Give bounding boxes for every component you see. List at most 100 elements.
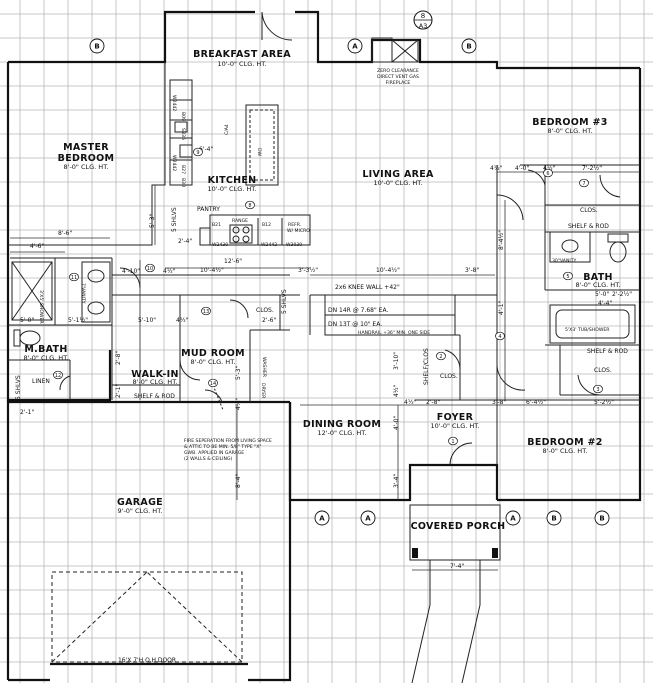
- door-tag-number: 14: [210, 381, 216, 387]
- room-clg-living: 10'-0" CLG. HT.: [373, 179, 422, 187]
- room-clg-bedroom3: 8'-0" CLG. HT.: [548, 127, 593, 135]
- kitchen-cabinets: [169, 79, 311, 246]
- dim-4-0: 4'-0": [515, 165, 529, 172]
- b27-label: B27: [180, 165, 186, 174]
- clos-label-bed2: CLOS.: [594, 367, 612, 374]
- shelves-label-pantry: 5 SHLVS: [171, 207, 178, 232]
- dim-4-10: 4'-10": [122, 268, 140, 275]
- fire-sep-note-4: (2 WALLS & CEILING): [184, 456, 233, 462]
- door-tag-number: 3: [596, 387, 599, 393]
- pantry-label: PANTRY: [197, 206, 220, 213]
- vanity-bath-label: 30"VANITY: [552, 258, 577, 264]
- grid-bubble-a-bottom1: A: [314, 510, 330, 526]
- micro-label: W/ MICRO: [287, 228, 310, 234]
- overhead-door-label: 16'X 7'H O.H.DOOR: [118, 657, 176, 664]
- room-name-bedroom3: BEDROOM #3: [532, 117, 607, 128]
- door-tag-number: 7: [582, 181, 585, 187]
- covered-porch: [409, 504, 501, 683]
- door-tag: 6: [543, 168, 553, 178]
- dim-4-0-b: 4'-0": [393, 416, 400, 430]
- shelf-rod-bed3: SHELF & ROD: [568, 223, 609, 230]
- w3030-label: W3030: [286, 242, 302, 248]
- room-name-garage: GARAGE: [117, 497, 163, 508]
- b09-label: B09: [180, 112, 186, 121]
- grid-bubble-a-bottom2: A: [360, 510, 376, 526]
- room-name-mudroom: MUD ROOM: [181, 348, 245, 359]
- dim-7-4: 7'-4": [450, 563, 464, 570]
- door-tag: 10: [145, 263, 155, 273]
- door-tag: 2: [436, 351, 446, 361]
- dim-4h-a: 4½": [490, 165, 503, 172]
- room-clg-bath: 8'-0" CLG. HT.: [576, 281, 621, 289]
- exterior-walls: [6, 10, 642, 682]
- door-tag: 11: [69, 272, 79, 282]
- fire-sep-note-2: & ATTIC TO BE MIN. 5/8" TYPE "X": [184, 444, 262, 450]
- door-tag: 9: [193, 147, 203, 157]
- room-name-breakfast: BREAKFAST AREA: [193, 49, 291, 60]
- room-clg-garage: 9'-0" CLG. HT.: [118, 507, 163, 515]
- dim-5-2h: 5'-2½": [594, 399, 614, 406]
- linen-label: LINEN: [32, 378, 50, 385]
- dim-5-3: 5'-3": [149, 214, 156, 228]
- fireplace-note-2: DIRECT VENT GAS: [377, 74, 419, 80]
- grid-bubbles: B A B A A A B B: [89, 38, 610, 526]
- door-tag-number: 4: [498, 334, 501, 340]
- washer-label: WASHER: [261, 357, 267, 378]
- dim-5-1h: 5'-1½": [68, 317, 88, 324]
- dim-living-width: 10'-4½": [376, 267, 400, 274]
- dim-10-4h: 10'-4½": [200, 267, 224, 274]
- dim-8-4h: 8'-4½": [498, 230, 505, 250]
- dim-2-4: 2'-4": [178, 238, 192, 245]
- room-name-master: MASTER: [63, 142, 109, 153]
- grid-bubble-b-top2: B: [461, 38, 477, 54]
- room-clg-kitchen: 10'-0" CLG. HT.: [207, 185, 256, 193]
- dim-3-8: 3'-8": [465, 267, 479, 274]
- door-tag: 8: [245, 200, 255, 210]
- fireplace-note-1: ZERO CLEARANCE: [377, 68, 419, 74]
- shelves-label-mud: 5 SHLVS: [281, 289, 288, 314]
- grid-bubble-b-bottom5: B: [594, 510, 610, 526]
- room-name-walkin: WALK-IN: [131, 369, 179, 380]
- door-tag-number: 1: [451, 439, 454, 445]
- grid-bubble-b-bottom4: B: [546, 510, 562, 526]
- door-tag: 3: [593, 384, 603, 394]
- dim-2-1-b: 2'-1": [115, 384, 122, 398]
- dim-6-4h: 6'-4½": [526, 399, 546, 406]
- dim-4-4: 4'-4": [598, 300, 612, 307]
- room-clg-bedroom2: 8'-0" CLG. HT.: [543, 447, 588, 455]
- room-clg-breakfast: 10'-0" CLG. HT.: [217, 60, 266, 68]
- dim-4h-e: 4½": [163, 268, 176, 275]
- b30-label: B30: [180, 178, 186, 187]
- svg-text:B: B: [551, 515, 556, 523]
- dim-5-0: 5'-0": [595, 291, 609, 298]
- stair-tread-note: DN 13T @ 10" EA.: [328, 321, 382, 328]
- shelf-rod-bed2: SHELF & ROD: [587, 348, 628, 355]
- door-tag-number: 11: [71, 275, 77, 281]
- door-tag: 12: [53, 370, 63, 380]
- room-name-dining: DINING ROOM: [303, 419, 381, 430]
- door-tag-number: 2: [439, 354, 442, 360]
- dim-12-6: 12'-6": [224, 258, 242, 265]
- fire-sep-note-3: GWB. APPLIED IN GARAGE: [184, 450, 244, 456]
- shelf-rod-walkin: SHELF & ROD: [134, 393, 175, 400]
- dim-4h-g: 4½": [235, 397, 242, 410]
- room-name-porch: COVERED PORCH: [411, 521, 506, 532]
- stair: [324, 294, 456, 336]
- door-tag: 5: [563, 271, 573, 281]
- room-name-bedroom2: BEDROOM #2: [527, 437, 602, 448]
- room-clg-dining: 12'-0" CLG. HT.: [317, 429, 366, 437]
- dim-4-6: 4'-6": [30, 243, 44, 250]
- svg-text:A: A: [352, 43, 358, 51]
- b21-label: B21: [212, 222, 221, 228]
- dim-4-1: 4'-1": [498, 301, 505, 315]
- stair-riser-note: DN 14R @ 7.68" EA.: [328, 307, 388, 314]
- annotations: ZERO CLEARANCE DIRECT VENT GAS FIREPLACE…: [15, 68, 628, 664]
- dim-2-1: 2'-1": [20, 409, 34, 416]
- door-tag: 4: [495, 331, 505, 341]
- range-label: RANGE: [232, 218, 248, 224]
- dim-3-8-b: 3'-8": [492, 399, 506, 406]
- door-tag-number: 12: [55, 373, 61, 379]
- dim-3-0: 5'-0": [20, 317, 34, 324]
